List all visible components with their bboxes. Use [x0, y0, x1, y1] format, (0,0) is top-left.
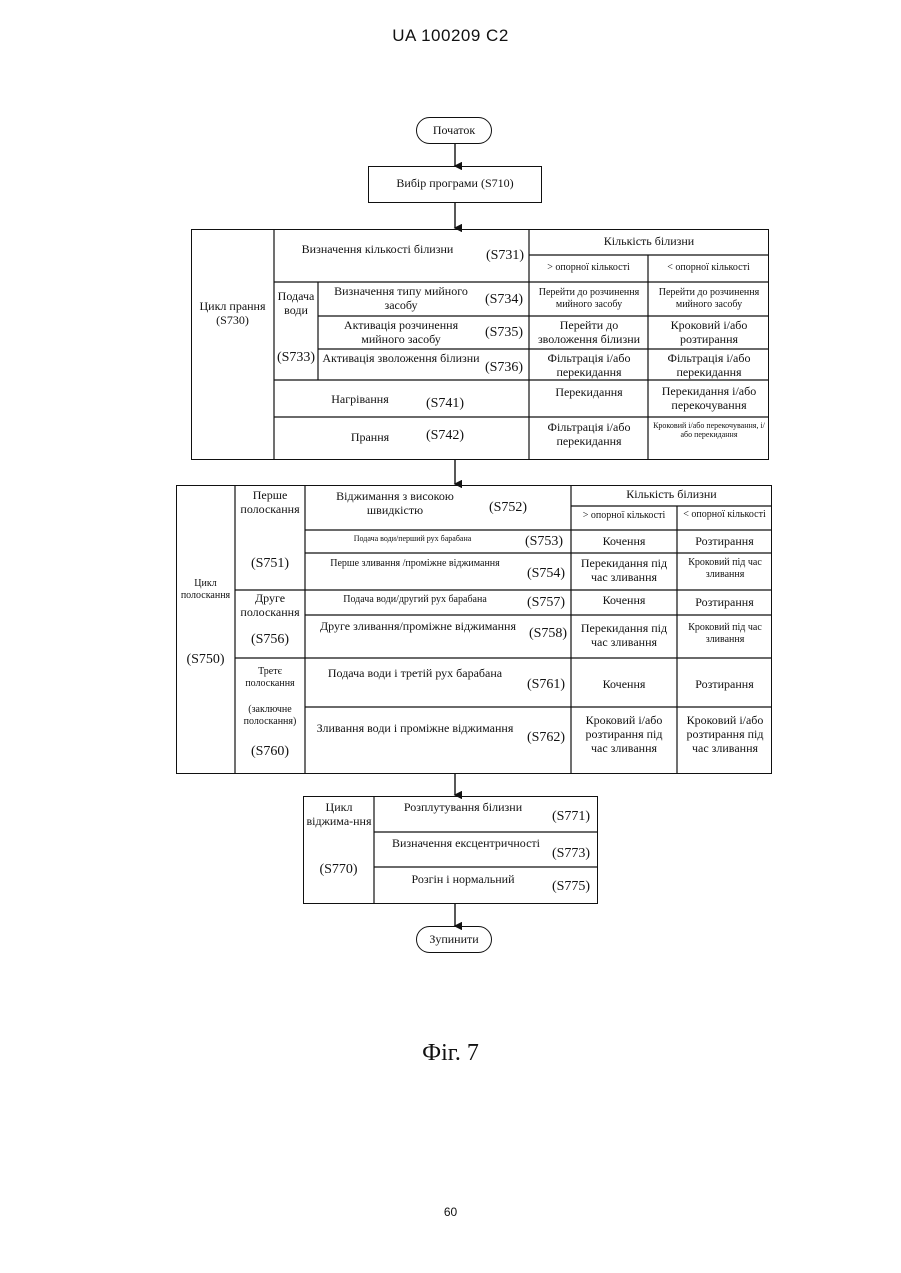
spin-row-label: Визначення ексцентричності	[378, 837, 554, 851]
page-number: 60	[0, 1205, 901, 1219]
spin-row-code: (S773)	[546, 846, 596, 862]
figure-caption: Фіг. 7	[0, 1040, 901, 1067]
spin-cycle-label: Цикл віджима-ння	[305, 801, 373, 829]
spin-row-code: (S775)	[546, 879, 596, 895]
spin-row-label: Розгін і нормальний	[378, 873, 548, 887]
spin-row-label: Розплутування білизни	[378, 801, 548, 815]
spin-cycle-code: (S770)	[303, 862, 374, 878]
spin-row-code: (S771)	[546, 809, 596, 825]
